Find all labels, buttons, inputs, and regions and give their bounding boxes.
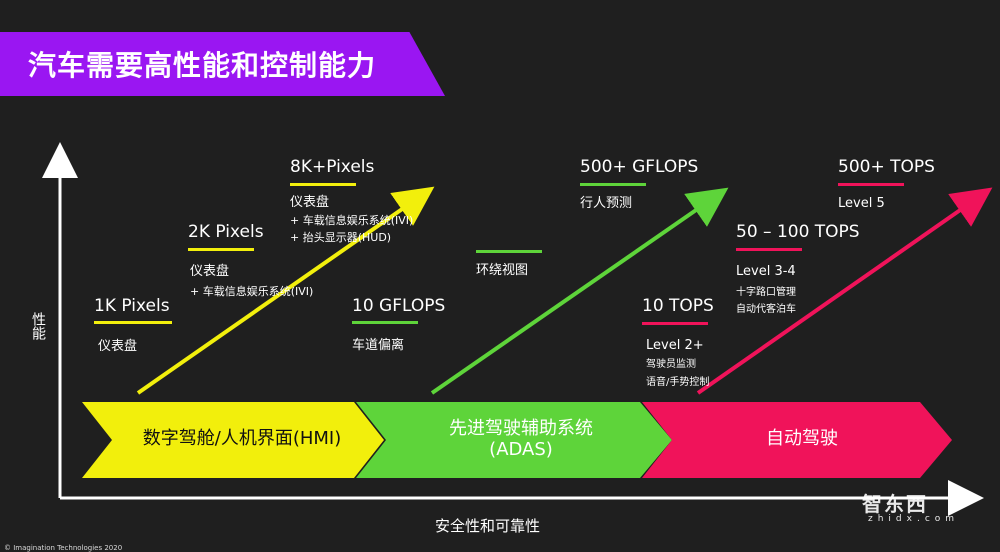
- milestone-2k-desc: 仪表盘: [190, 264, 230, 279]
- stage-hmi-label: 数字驾舱/人机界面(HMI): [142, 428, 342, 449]
- adas-growth-arrow: [430, 187, 729, 395]
- milestone-10gflops-head: 10 GFLOPS: [352, 296, 446, 316]
- stage-adas-label: 先进驾驶辅助系统 (ADAS): [386, 418, 656, 460]
- milestone-8k-head: 8K+Pixels: [290, 157, 375, 177]
- page-title: 汽车需要高性能和控制能力: [28, 49, 377, 82]
- milestone-8k-desc: 仪表盘: [290, 195, 330, 210]
- stage-adas-label-line1: 先进驾驶辅助系统: [449, 418, 593, 439]
- milestone-10tops-desc: Level 2+: [646, 338, 704, 353]
- milestone-50tops-underline: [736, 248, 802, 251]
- stage-adas-label-line2: (ADAS): [489, 438, 553, 460]
- milestone-1k-underline: [94, 321, 172, 324]
- milestone-10gflops-desc: 车道偏离: [352, 338, 405, 353]
- milestone-1k-desc: 仪表盘: [98, 339, 138, 354]
- milestone-50tops-head: 50 – 100 TOPS: [736, 222, 860, 242]
- milestone-2k-underline: [188, 248, 254, 251]
- x-axis-label: 安全性和可靠性: [435, 517, 541, 535]
- watermark-logo: 智东西: [862, 492, 928, 516]
- milestone-10tops-item2: 语音/手势控制: [646, 377, 710, 388]
- stage-ad-label: 自动驾驶: [766, 428, 838, 449]
- milestone-50tops-item1: 十字路口管理: [736, 287, 796, 298]
- milestone-10gflops-underline: [352, 321, 418, 324]
- stage-adas-chevron: [356, 402, 672, 478]
- title-banner: [0, 32, 445, 96]
- copyright-text: © Imagination Technologies 2020: [4, 544, 123, 552]
- milestone-500tops-underline: [838, 183, 904, 186]
- milestone-500gflops-underline: [580, 183, 646, 186]
- stage-hmi-chevron: [82, 402, 384, 478]
- milestone-500tops-desc: Level 5: [838, 196, 885, 211]
- milestone-10tops-underline: [642, 322, 708, 325]
- stage-ad-chevron: [642, 402, 952, 478]
- milestone-10tops-item1: 驾驶员监测: [646, 359, 696, 370]
- milestone-2k-head: 2K Pixels: [188, 222, 264, 242]
- milestone-500gflops-desc: 行人预测: [580, 196, 633, 211]
- milestone-8k-item2: + 抬头显示器(HUD): [290, 231, 392, 244]
- milestone-500gflops-head: 500+ GFLOPS: [580, 157, 699, 177]
- hmi-growth-arrow: [136, 186, 435, 395]
- y-axis-label: 性能: [30, 312, 46, 340]
- watermark-domain: zhidx.com: [868, 514, 960, 524]
- milestone-10tops-head: 10 TOPS: [642, 296, 714, 316]
- milestone-1k-head: 1K Pixels: [94, 296, 170, 316]
- milestone-surround-desc: 环绕视图: [476, 263, 529, 278]
- milestone-2k-item1: + 车载信息娱乐系统(IVI): [190, 285, 314, 298]
- milestone-8k-underline: [290, 183, 356, 186]
- milestone-surround-underline: [476, 250, 542, 253]
- ad-growth-arrow: [696, 187, 993, 395]
- milestone-50tops-item2: 自动代客泊车: [736, 304, 796, 315]
- milestone-8k-item1: + 车载信息娱乐系统(IVI): [290, 214, 414, 227]
- milestone-500tops-head: 500+ TOPS: [838, 157, 935, 177]
- milestone-50tops-desc: Level 3-4: [736, 264, 796, 279]
